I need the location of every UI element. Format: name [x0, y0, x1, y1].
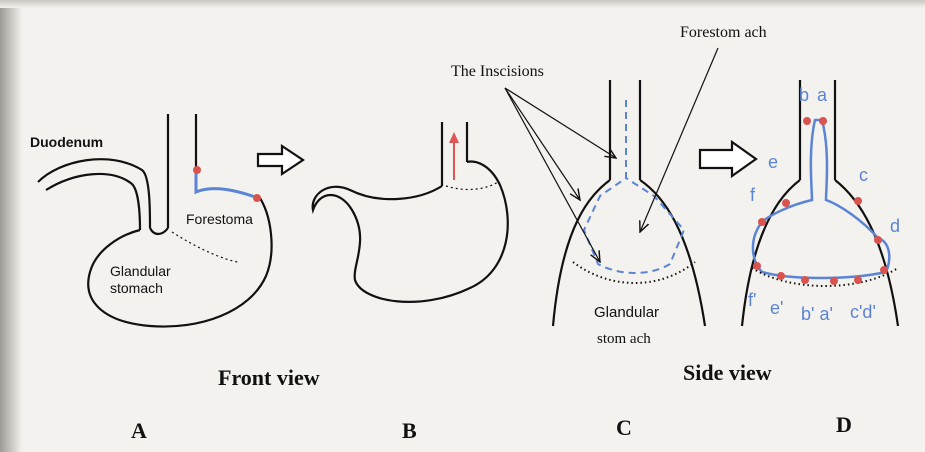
- marker-point-a: [819, 117, 827, 125]
- marker-point-d-prime: [880, 266, 888, 274]
- incision-point-marker: [253, 194, 261, 202]
- label-glandular-a-line2: stomach: [110, 280, 163, 296]
- label-forestomach-c: Forestom ach: [680, 24, 767, 41]
- label-d-f-prime: f': [748, 290, 756, 310]
- label-glandular-c-line2: stom ach: [597, 331, 651, 347]
- label-duodenum: Duodenum: [30, 134, 103, 150]
- label-the-incisions: The Inscisions: [451, 63, 544, 80]
- label-d-e: e: [768, 152, 778, 172]
- panel-d-opened-stomach: [742, 80, 898, 326]
- panel-letter-d: D: [836, 412, 852, 437]
- label-d-f: f: [750, 185, 756, 205]
- marker-point-f-prime: [753, 262, 761, 270]
- panel-letter-c: C: [616, 415, 632, 440]
- panel-letter-a: A: [131, 418, 147, 443]
- panel-letter-b: B: [402, 418, 417, 443]
- marker-point-c-prime: [854, 276, 862, 284]
- label-d-c: c: [859, 165, 868, 185]
- label-d-a: a: [817, 85, 828, 105]
- marker-point-a-prime: [830, 277, 838, 285]
- marker-point-c: [854, 197, 862, 205]
- marker-point-d: [874, 236, 882, 244]
- label-glandular-c-line1: Glandular: [594, 304, 659, 321]
- label-d-b-a-prime: b' a': [801, 304, 833, 324]
- red-up-arrow-icon: [449, 132, 459, 180]
- right-hollow-arrow-icon: [700, 142, 756, 176]
- label-d-c-d-prime: c'd': [850, 302, 876, 322]
- label-d-b: b: [799, 85, 809, 105]
- incision-point-marker: [193, 166, 201, 174]
- title-front-view: Front view: [218, 365, 320, 390]
- right-hollow-arrow-icon: [258, 146, 303, 174]
- label-glandular-a-line1: Glandular: [110, 263, 171, 279]
- panel-c-side-view-stomach: [505, 48, 718, 326]
- marker-point-f: [758, 218, 766, 226]
- label-d-d: d: [890, 216, 900, 236]
- title-side-view: Side view: [683, 360, 772, 385]
- marker-point-e-prime: [777, 272, 785, 280]
- label-forestomach-a: Forestoma: [186, 211, 253, 227]
- marker-point-b-prime: [801, 276, 809, 284]
- marker-point-b: [803, 117, 811, 125]
- panel-b-front-view-stomach: [313, 122, 508, 302]
- label-d-e-prime: e': [770, 298, 783, 318]
- marker-point-e: [782, 199, 790, 207]
